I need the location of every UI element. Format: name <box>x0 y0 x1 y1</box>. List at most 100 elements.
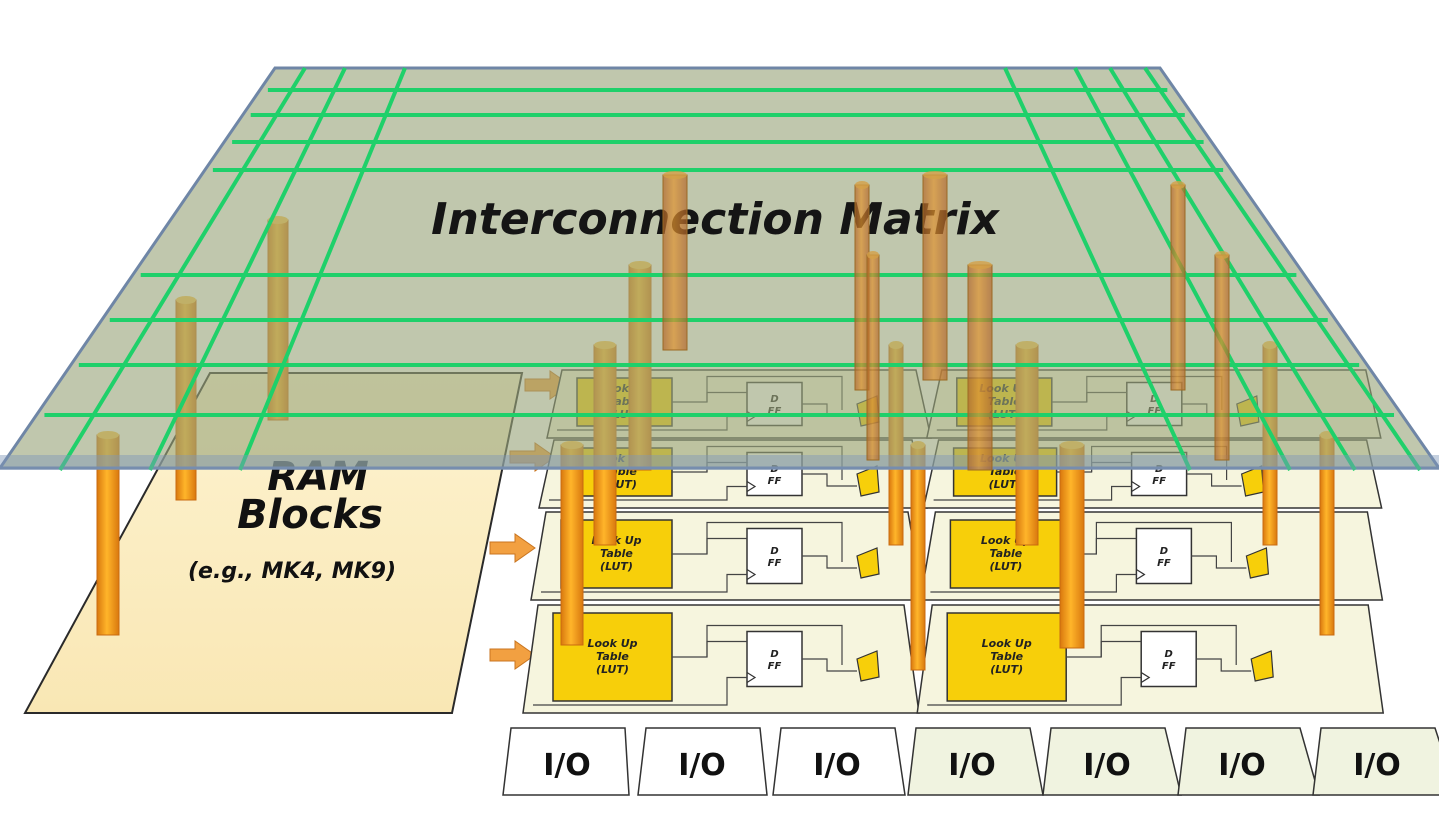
output-mux <box>856 650 880 682</box>
wire <box>706 624 843 665</box>
output-mux <box>1245 547 1270 579</box>
pillar-body <box>866 254 880 461</box>
wire <box>1100 624 1237 665</box>
flip-flop-box <box>746 630 803 688</box>
output-mux <box>1250 650 1274 682</box>
pillar-top <box>855 181 869 189</box>
ff-label: FF <box>1162 661 1176 672</box>
io-block: I/O <box>1042 727 1182 796</box>
interconnect-pillar-upper <box>866 251 880 461</box>
io-label: I/O <box>813 748 861 783</box>
routing-grid <box>44 66 1422 472</box>
wire <box>802 473 857 487</box>
pillar-top <box>968 261 992 269</box>
io-block: I/O <box>907 727 1044 796</box>
lut-label: (LUT) <box>990 663 1023 676</box>
clock-marker <box>1136 568 1146 581</box>
pillar-top <box>1171 181 1185 189</box>
lut-label: (LUT) <box>989 478 1022 491</box>
wire <box>706 521 843 562</box>
interconnect-pillar-upper <box>662 171 688 351</box>
pillar-body <box>1059 444 1085 649</box>
io-frame <box>1312 727 1439 796</box>
matrix-edge <box>0 455 1439 470</box>
ff-label: D <box>1160 546 1168 557</box>
interconnects-above-matrix <box>662 171 1230 471</box>
interconnect-pillar-upper <box>1214 251 1230 461</box>
pillar-body <box>922 174 948 381</box>
ff-label: D <box>770 546 778 557</box>
wire <box>541 573 747 593</box>
ram-label-line3: (e.g., MK4, MK9) <box>188 559 396 584</box>
interconnect-pillar-upper <box>967 261 993 471</box>
io-block: I/O <box>772 727 906 796</box>
ff-label: FF <box>1157 558 1171 569</box>
pillar-body <box>662 174 688 351</box>
io-block: I/O <box>502 727 630 796</box>
grid-line-diagonal <box>1003 67 1192 471</box>
flip-flop-box <box>1140 630 1197 688</box>
wire <box>1186 473 1242 487</box>
interconnect-pillar <box>910 441 926 671</box>
io-block: I/O <box>1177 727 1320 796</box>
ram-label-line2: Blocks <box>237 492 383 538</box>
ram-arrow <box>489 640 536 670</box>
io-label: I/O <box>1083 748 1131 783</box>
wire <box>802 658 857 672</box>
interconnect-pillar <box>560 441 584 646</box>
wire <box>533 676 747 706</box>
wire <box>930 573 1137 593</box>
io-block: I/O <box>1312 727 1439 796</box>
clock-marker <box>746 671 757 684</box>
wire <box>1191 555 1247 569</box>
clock-marker <box>1131 480 1141 493</box>
ff-label: D <box>1165 649 1173 660</box>
pillar-top <box>867 251 879 259</box>
ff-label: FF <box>768 558 782 569</box>
pillar-body <box>910 444 926 671</box>
ff-label: D <box>770 649 778 660</box>
pillar-body <box>967 264 993 471</box>
io-frame <box>502 727 630 796</box>
ff-label: FF <box>1152 476 1166 487</box>
grid-line-diagonal <box>238 67 407 471</box>
lut-label: (LUT) <box>596 663 629 676</box>
interconnection-matrix: Interconnection Matrix <box>0 66 1439 472</box>
lut-label: (LUT) <box>989 560 1022 573</box>
ff-label: FF <box>768 661 782 672</box>
lut-label: Table <box>990 650 1023 663</box>
wire <box>1196 658 1252 672</box>
wire <box>1095 521 1233 562</box>
pillar-top <box>1215 251 1229 259</box>
io-label: I/O <box>1218 748 1266 783</box>
pillar-body <box>1170 184 1186 391</box>
io-label: I/O <box>543 748 591 783</box>
lut-label: Look Up <box>982 637 1032 650</box>
io-label: I/O <box>678 748 726 783</box>
io-block: I/O <box>637 727 768 796</box>
pillar-body <box>560 444 584 646</box>
lut-label: Table <box>596 650 629 663</box>
clock-marker <box>1140 671 1151 684</box>
wire <box>549 485 747 501</box>
grid-line-diagonal <box>58 66 307 472</box>
grid-line-diagonal <box>1143 66 1422 472</box>
io-label: I/O <box>1353 748 1401 783</box>
io-frame <box>637 727 768 796</box>
interconnect-pillar <box>1059 441 1085 649</box>
grid-line-diagonal <box>1108 66 1357 472</box>
output-mux <box>856 547 880 579</box>
clock-marker <box>746 480 757 493</box>
grid-line-diagonal <box>148 67 347 471</box>
wire <box>802 555 857 569</box>
pillar-top <box>923 171 947 179</box>
flip-flop-box <box>746 527 803 585</box>
clock-marker <box>746 568 757 581</box>
interconnect-pillar-upper <box>922 171 948 381</box>
lut-label: (LUT) <box>600 560 633 573</box>
